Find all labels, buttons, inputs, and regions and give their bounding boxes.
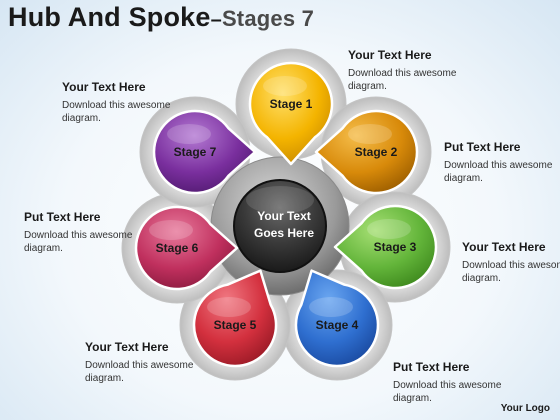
stage-4-drop (294, 269, 380, 368)
note-stage-7: Your Text Here Download this awesome dia… (62, 80, 212, 125)
note-heading: Your Text Here (348, 48, 432, 62)
logo-text: Your Logo (500, 403, 550, 414)
note-body: Download this awesome diagram. (62, 100, 171, 124)
stage-3-label: Stage 3 (374, 240, 417, 254)
stage-5-drop (192, 269, 278, 368)
hub-text-line-2: Goes Here (254, 226, 314, 240)
note-heading: Your Text Here (85, 340, 169, 354)
stage-1-highlight (263, 76, 307, 96)
note-stage-5: Your Text Here Download this awesome dia… (85, 340, 235, 385)
note-stage-1: Your Text Here Download this awesome dia… (348, 48, 498, 93)
hub-inner-disc (233, 179, 327, 273)
stage-2-drop (314, 109, 419, 195)
stage-5-label: Stage 5 (214, 318, 257, 332)
stage-7-highlight (167, 124, 211, 144)
stage-6-node: Stage 6 (134, 205, 239, 291)
title-main: Hub And Spoke (8, 2, 211, 32)
stage-6-highlight (149, 220, 193, 240)
stage-1-drop (248, 61, 334, 166)
note-stage-4: Put Text Here Download this awesome diag… (393, 360, 543, 405)
stage-4-label: Stage 4 (316, 318, 359, 332)
stage-3-drop (333, 204, 438, 290)
stage-drops: Stage 1 Stage 2 Stage 3 Stage 4 Stage 5 Stage… (134, 61, 438, 368)
note-body: Download this awesome diagram. (393, 380, 502, 404)
note-body: Download this awesome diagram. (462, 260, 560, 284)
stage-5-node: Stage 5 (192, 269, 278, 368)
stage-2-highlight (348, 124, 392, 144)
hub-highlight (246, 186, 314, 214)
stage-2-node: Stage 2 (314, 109, 419, 195)
hub: Your Text Goes Here (210, 156, 350, 296)
note-heading: Put Text Here (393, 360, 470, 374)
hub-text-line-1: Your Text (257, 209, 311, 223)
stage-4-highlight (309, 297, 353, 317)
stage-7-node: Stage 7 (152, 109, 257, 195)
stage-3-highlight (367, 219, 411, 239)
note-heading: Put Text Here (24, 210, 101, 224)
note-body: Download this awesome diagram. (444, 160, 553, 184)
note-body: Download this awesome diagram. (24, 230, 133, 254)
note-heading: Put Text Here (444, 140, 521, 154)
note-heading: Your Text Here (462, 240, 546, 254)
stage-6-drop (134, 205, 239, 291)
title-subtitle: Stages 7 (221, 6, 315, 31)
note-body: Download this awesome diagram. (348, 68, 457, 92)
stage-2-label: Stage 2 (355, 145, 398, 159)
stage-3-node: Stage 3 (333, 204, 438, 290)
note-stage-3: Your Text Here Download this awesome dia… (462, 240, 560, 285)
stage-1-label: Stage 1 (270, 97, 313, 111)
stage-7-drop (152, 109, 257, 195)
stage-6-label: Stage 6 (156, 241, 199, 255)
stage-1-node: Stage 1 (248, 61, 334, 166)
stage-7-label: Stage 7 (174, 145, 217, 159)
note-stage-6: Put Text Here Download this awesome diag… (24, 210, 174, 255)
title-separator: – (210, 9, 222, 31)
stage-5-highlight (207, 297, 251, 317)
stage-4-node: Stage 4 (294, 269, 380, 368)
note-heading: Your Text Here (62, 80, 146, 94)
page-title: Hub And Spoke–Stages 7 (8, 2, 314, 33)
note-body: Download this awesome diagram. (85, 360, 194, 384)
note-stage-2: Put Text Here Download this awesome diag… (444, 140, 560, 185)
